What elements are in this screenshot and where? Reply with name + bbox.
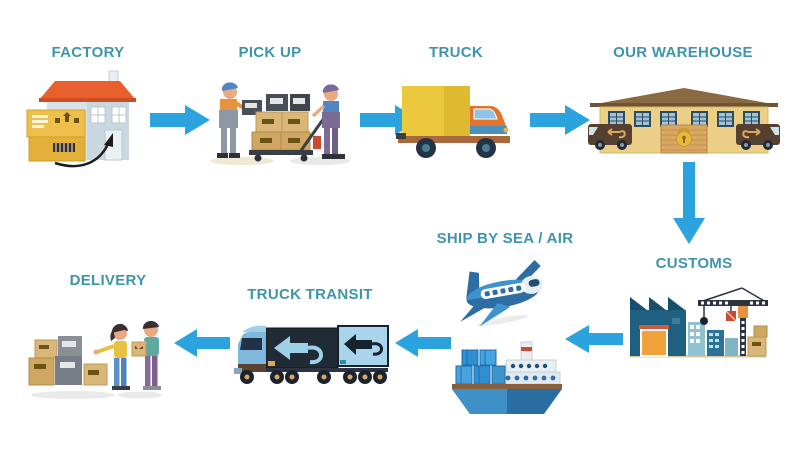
cargo-boxes	[747, 325, 768, 357]
worker-right	[298, 84, 345, 159]
delivery-van-left-icon	[588, 124, 632, 150]
arrow-right-truck-to-warehouse-icon	[530, 104, 592, 136]
customs-label: CUSTOMS	[655, 255, 733, 272]
pick-up-illustration	[200, 66, 355, 168]
truck-transit-illustration	[232, 316, 392, 390]
box-truck-icon	[396, 86, 510, 158]
curved-arrow-icon	[54, 133, 113, 168]
delivery-boxes	[28, 336, 108, 386]
customs-factory-icon	[630, 297, 686, 357]
crane-icon	[698, 287, 768, 356]
factory-illustration	[25, 70, 150, 170]
arrow-left-truck-transit-to-delivery-icon	[172, 328, 230, 358]
truck-illustration	[396, 80, 521, 162]
arrow-down-warehouse-to-customs-icon	[672, 162, 706, 246]
warehouse-illustration	[588, 84, 780, 158]
semi-truck-icon	[234, 325, 388, 374]
delivery-woman	[93, 323, 130, 390]
airplane-icon	[460, 260, 543, 327]
delivery-label: DELIVERY	[69, 272, 147, 289]
pick-up-label: PICK UP	[238, 44, 302, 61]
delivery-man	[131, 320, 161, 390]
worker-left	[217, 82, 246, 158]
arrow-right-factory-to-pickup-icon	[150, 104, 212, 136]
truck-label: TRUCK	[429, 44, 483, 61]
truck-wheels	[240, 370, 387, 384]
delivery-van-right-icon	[736, 124, 780, 150]
arrow-left-ship-to-truck-transit-icon	[393, 328, 451, 358]
padlock-icon	[676, 127, 692, 147]
arrow-left-customs-to-ship-icon	[563, 324, 623, 354]
cargo-ship-icon	[452, 341, 562, 414]
our-warehouse-label: OUR WAREHOUSE	[613, 44, 753, 61]
package-box-icon	[26, 109, 86, 162]
airplane-illustration	[448, 256, 558, 332]
trailer-light-icon	[337, 325, 389, 367]
factory-label: FACTORY	[51, 44, 125, 61]
containers	[455, 349, 506, 385]
ship-by-sea-air-label: SHIP BY SEA / AIR	[436, 230, 574, 247]
customs-illustration	[626, 280, 771, 360]
box-stack	[242, 94, 321, 162]
cargo-ship-illustration	[448, 336, 566, 418]
delivery-illustration	[25, 298, 175, 406]
city-buildings	[688, 322, 738, 356]
truck-transit-label: TRUCK TRANSIT	[247, 286, 373, 303]
warehouse-windows	[608, 111, 760, 127]
